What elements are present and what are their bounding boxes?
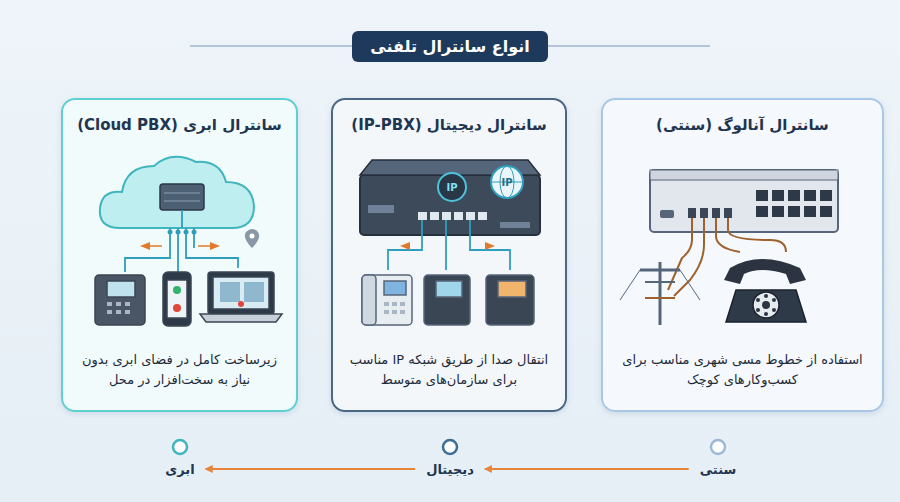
timeline-stage: دیجیتال (423, 462, 477, 477)
timeline-label: دیجیتال (423, 462, 477, 477)
card-heading: سانترال ابری (Cloud PBX) (77, 116, 282, 134)
timeline-stage: سنتی (697, 462, 740, 477)
timeline-label: ابری (162, 462, 197, 477)
card-heading: سانترال دیجیتال (IP-PBX) (351, 116, 546, 134)
card-description: استفاده از خطوط مسی شهری مناسب برای کسب‌… (615, 350, 870, 390)
timeline-label: سنتی (697, 462, 740, 477)
icon-label: IP (446, 182, 457, 193)
card-description: زیرساخت کامل در فضای ابری بدون نیاز به س… (75, 350, 284, 390)
timeline-stage: ابری (162, 462, 197, 477)
pbx-card: سانترال دیجیتال (IP-PBX) انتقال صدا از طر… (331, 98, 567, 412)
card-description: انتقال صدا از طریق شبکه IP مناسب برای سا… (345, 350, 553, 390)
pbx-card: سانترال آنالوگ (سنتی) استفاده از خطوط مسی… (601, 98, 884, 412)
timeline-arrow (206, 468, 415, 470)
icon-label: IP (501, 177, 512, 188)
timeline-arrow (485, 468, 689, 470)
pbx-card: سانترال ابری (Cloud PBX) زیرساخت کامل در … (61, 98, 298, 412)
title-pill: انواع سانترال تلفنی (352, 31, 547, 62)
card-heading: سانترال آنالوگ (سنتی) (656, 116, 829, 134)
